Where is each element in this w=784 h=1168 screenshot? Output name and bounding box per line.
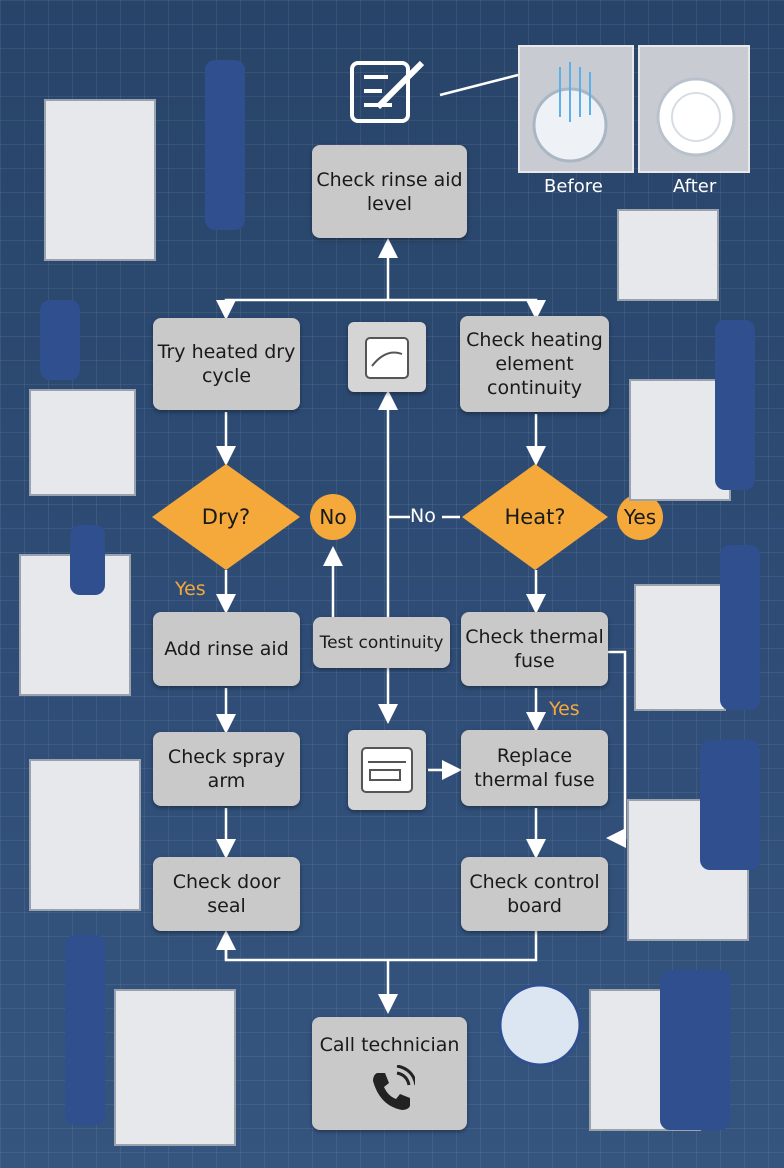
step-check-spray-arm: Check spray arm <box>153 732 300 806</box>
yes-badge: Yes <box>617 494 663 540</box>
no-label: No <box>410 505 436 527</box>
step-test-continuity: Test continuity <box>313 617 450 668</box>
step-check-control-board: Check control board <box>461 857 608 931</box>
no-badge: No <box>310 494 356 540</box>
control-panel-icon <box>348 730 426 810</box>
decision-dry-label: Dry? <box>201 505 251 529</box>
decision-dry: Dry? <box>152 464 300 570</box>
decision-heat: Heat? <box>462 464 608 570</box>
yes-label-fuse: Yes <box>549 698 580 720</box>
after-dishes-image <box>638 45 750 173</box>
before-dishes-image <box>518 45 634 173</box>
step-add-rinse-aid: Add rinse aid <box>153 612 300 686</box>
step-check-thermal-fuse: Check thermal fuse <box>461 612 608 686</box>
decision-heat-label: Heat? <box>504 505 566 529</box>
phone-icon <box>372 1065 415 1110</box>
step-replace-thermal-fuse: Replace thermal fuse <box>461 730 608 806</box>
step-check-heating-element: Check heating element continuity <box>460 316 609 412</box>
manual-page-icon <box>348 322 426 392</box>
step-try-heated-dry: Try heated dry cycle <box>153 318 300 410</box>
before-label: Before <box>544 176 603 197</box>
checklist-wrench-icon <box>348 55 430 129</box>
yes-label-dry: Yes <box>175 578 206 600</box>
step-check-rinse-aid-level: Check rinse aid level <box>312 145 467 238</box>
after-label: After <box>673 176 717 197</box>
step-check-door-seal: Check door seal <box>153 857 300 931</box>
step-call-technician: Call technician <box>312 1017 467 1130</box>
call-technician-label: Call technician <box>319 1034 460 1056</box>
